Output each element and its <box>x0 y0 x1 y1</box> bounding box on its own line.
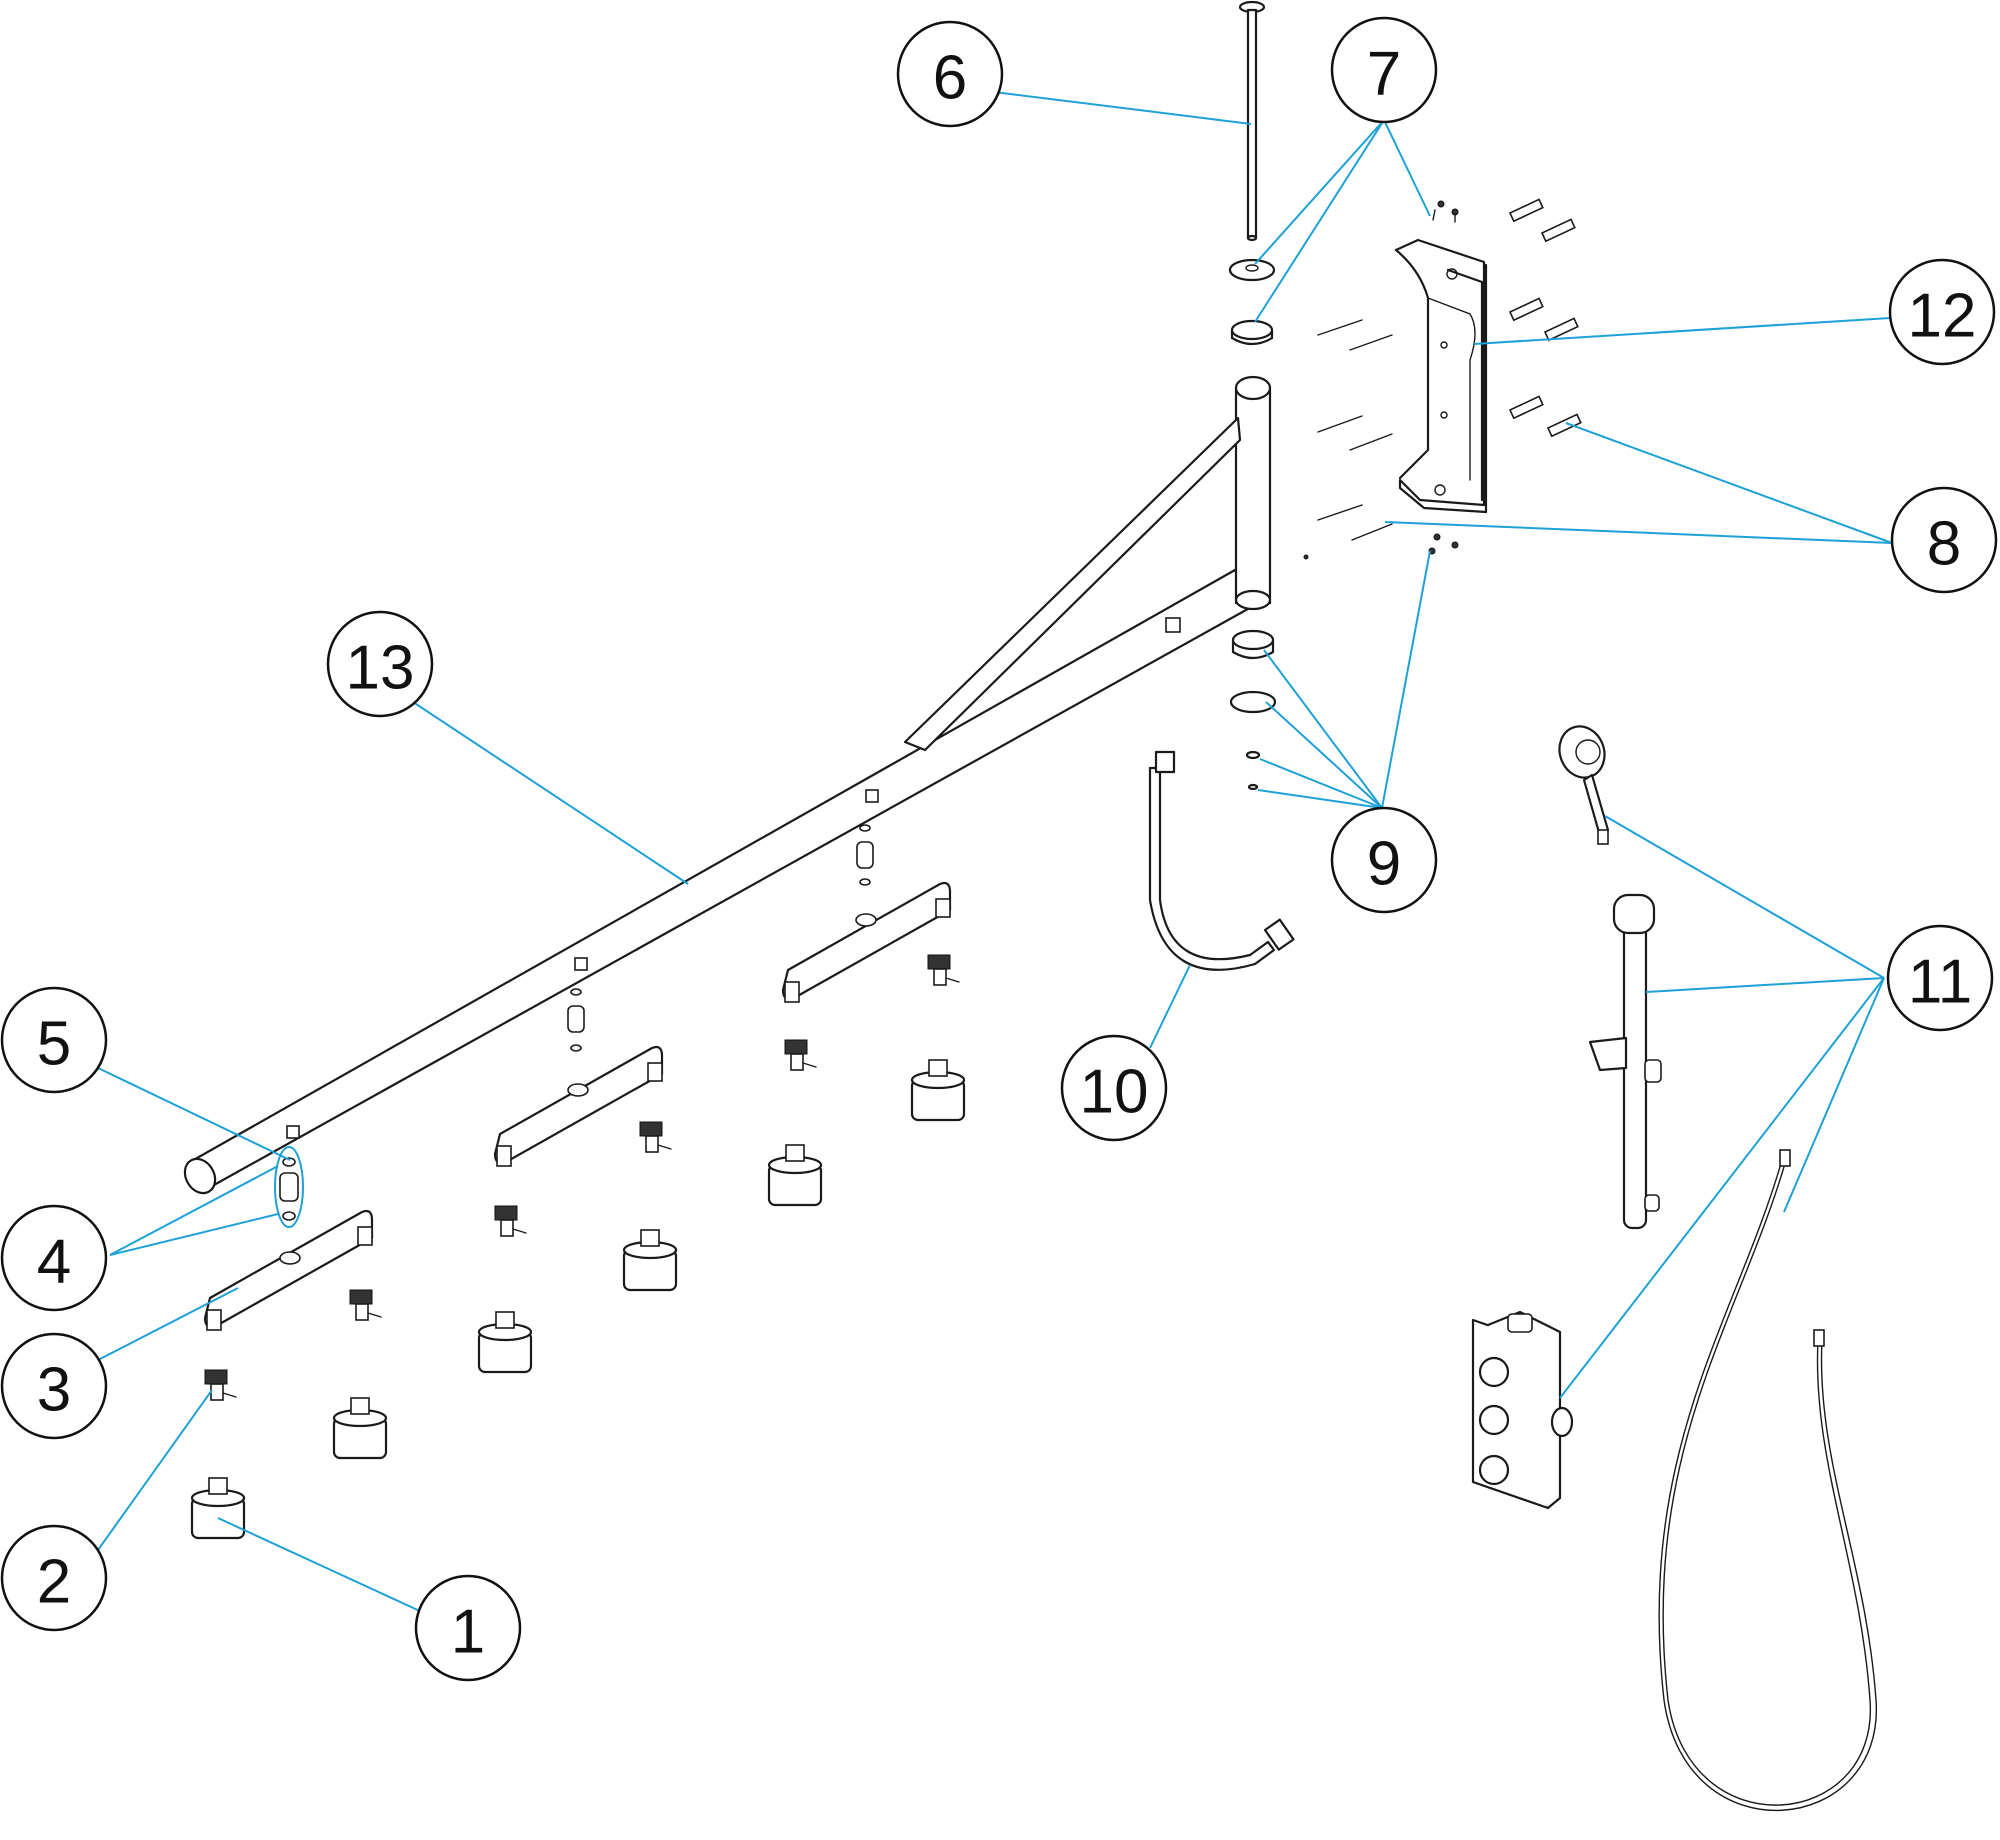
flexible-hose-connector <box>1148 750 1295 971</box>
callout-12: 12 <box>1888 258 1996 366</box>
callout-label-9: 9 <box>1367 830 1401 899</box>
callout-9: 9 <box>1330 806 1438 914</box>
callout-label-1: 1 <box>451 1598 485 1667</box>
callout-label-11: 11 <box>1908 948 1972 1017</box>
body-jet-caps <box>190 1059 966 1540</box>
wall-bracket <box>1394 238 1488 514</box>
callout-7: 7 <box>1330 16 1438 124</box>
callout-label-4: 4 <box>37 1228 71 1297</box>
manifold-bar-2 <box>493 1045 664 1167</box>
callout-13: 13 <box>326 610 434 718</box>
manifold-bar-1 <box>203 1209 374 1331</box>
screws-and-plugs <box>1303 198 1582 560</box>
callout-3: 3 <box>0 1332 108 1440</box>
callout-label-3: 3 <box>37 1356 71 1425</box>
callout-label-8: 8 <box>1927 510 1961 579</box>
callout-10: 10 <box>1060 1034 1168 1142</box>
callout-label-13: 13 <box>346 634 415 703</box>
lower-flanges <box>1229 533 1459 791</box>
manifold-bar-3 <box>781 881 952 1003</box>
frame-assembly <box>183 375 1272 1195</box>
callout-8: 8 <box>1890 486 1998 594</box>
diverter-valves <box>204 954 960 1401</box>
hand-shower-set <box>1471 725 1877 1812</box>
top-flanges <box>1228 200 1459 346</box>
leader-lines <box>97 91 1893 1613</box>
callout-1: 1 <box>414 1574 522 1682</box>
fitting-stacks <box>274 824 874 1228</box>
callout-label-10: 10 <box>1080 1058 1149 1127</box>
callout-5: 5 <box>0 986 108 1094</box>
callout-label-5: 5 <box>37 1010 71 1079</box>
callout-11: 11 <box>1886 924 1994 1032</box>
callout-label-12: 12 <box>1908 282 1977 351</box>
callout-6: 6 <box>896 20 1004 128</box>
callout-label-6: 6 <box>933 44 967 113</box>
callout-label-7: 7 <box>1367 40 1401 109</box>
callout-2: 2 <box>0 1524 108 1632</box>
callout-label-2: 2 <box>37 1548 71 1617</box>
callout-4: 4 <box>0 1204 108 1312</box>
ceiling-rod <box>1238 0 1266 242</box>
